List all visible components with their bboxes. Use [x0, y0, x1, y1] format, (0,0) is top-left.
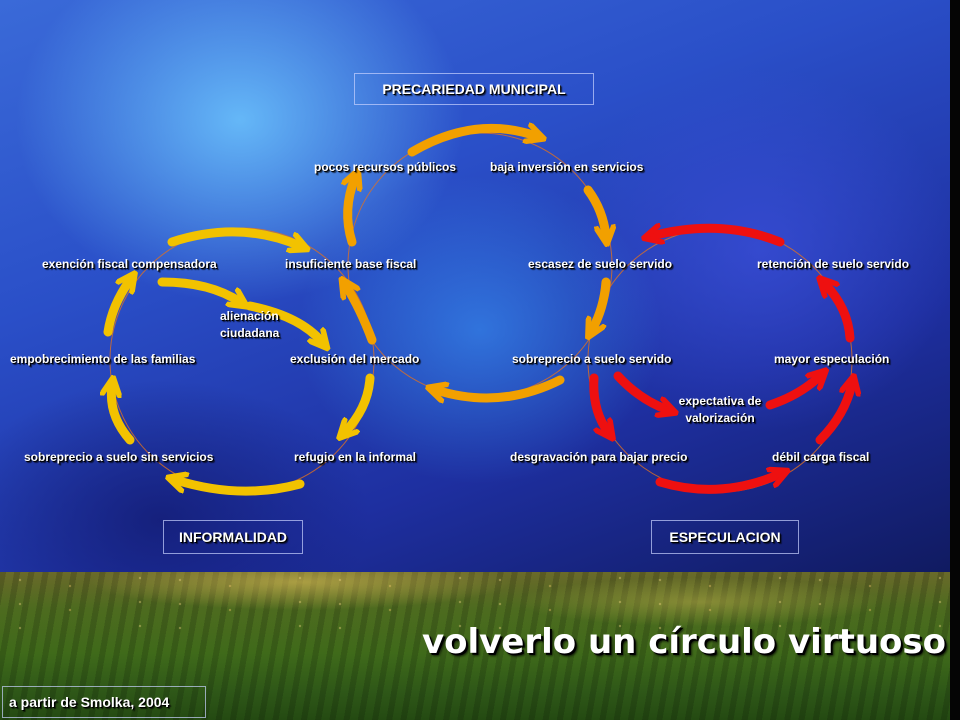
informalidad-label: INFORMALIDAD	[178, 529, 288, 545]
node-alienacion-line1: alienación	[220, 309, 279, 323]
node-exencion-fiscal: exención fiscal compensadora	[42, 257, 217, 271]
node-sobreprecio-servido: sobreprecio a suelo servido	[512, 352, 672, 366]
informalidad-box: INFORMALIDAD	[163, 520, 303, 554]
precariedad-municipal-box: PRECARIEDAD MUNICIPAL	[354, 73, 594, 105]
informalidad-arrows	[103, 227, 375, 496]
slide-title: volverlo un círculo virtuoso	[421, 622, 946, 662]
node-mayor-especulacion: mayor especulación	[774, 352, 890, 366]
node-retencion-suelo: retención de suelo servido	[757, 257, 910, 271]
node-debil-carga: débil carga fiscal	[772, 450, 870, 464]
arrow-empobrecimiento-to-exencion	[103, 280, 130, 337]
node-expectativa-line1: expectativa de	[678, 394, 762, 408]
arrow-pocos-to-baja	[407, 128, 536, 157]
node-baja-inversion: baja inversión en servicios	[490, 160, 644, 174]
arrow-refugio-to-sobreprecio-sin	[176, 480, 305, 496]
arrow-baja-to-escasez	[583, 185, 606, 236]
especulacion-label: ESPECULACION	[669, 529, 781, 545]
arrow-exclusion-to-refugio	[345, 373, 375, 432]
arrow-sobreprecio-to-expectativa	[613, 371, 668, 410]
arrow-insuficiente-to-pocos	[348, 178, 355, 247]
node-sobreprecio-sin-servicios: sobreprecio a suelo sin servicios	[24, 450, 214, 464]
arrow-exclusion-to-insuficiente	[346, 286, 377, 345]
precariedad-arrows	[346, 128, 606, 398]
arrow-exencion-to-alienacion	[157, 277, 240, 302]
arrow-sobreprecio-to-exclusion	[436, 375, 565, 398]
arrow-sobreprecio-sin-to-empobrecimiento	[111, 386, 135, 445]
especulacion-box: ESPECULACION	[651, 520, 799, 554]
arrow-desgravacion-to-debil	[655, 474, 780, 494]
city-lights	[0, 572, 960, 632]
source-credit-box: a partir de Smolka, 2004	[2, 686, 206, 718]
arrow-debil-to-mayor	[815, 384, 852, 445]
blue-sky-background	[0, 0, 950, 575]
especulacion-arrows	[589, 228, 855, 494]
arrow-retencion-to-escasez	[652, 228, 785, 247]
source-credit-text: a partir de Smolka, 2004	[9, 694, 170, 710]
node-exclusion-mercado: exclusión del mercado	[290, 352, 420, 366]
node-expectativa-line2: valorización	[685, 411, 755, 425]
arrow-sobreprecio-to-desgravacion	[589, 373, 608, 432]
precariedad-municipal-label: PRECARIEDAD MUNICIPAL	[382, 81, 566, 97]
node-pocos-recursos: pocos recursos públicos	[314, 160, 457, 174]
node-refugio-informal: refugio en la informal	[294, 450, 417, 464]
arrow-expectativa-to-mayor	[765, 376, 820, 410]
node-insuficiente-base: insuficiente base fiscal	[285, 257, 417, 271]
node-empobrecimiento: empobrecimiento de las familias	[10, 352, 196, 366]
arrow-escasez-to-sobreprecio	[592, 277, 611, 330]
node-desgravacion: desgravación para bajar precio	[510, 450, 688, 464]
arrow-alienacion-to-exclusion	[245, 301, 322, 342]
node-alienacion-line2: ciudadana	[220, 326, 280, 340]
right-edge-strip	[950, 0, 960, 720]
node-escasez-suelo: escasez de suelo servido	[528, 257, 673, 271]
arrow-mayor-to-retencion	[825, 284, 855, 343]
arrow-exencion-to-insuficiente	[167, 227, 300, 246]
